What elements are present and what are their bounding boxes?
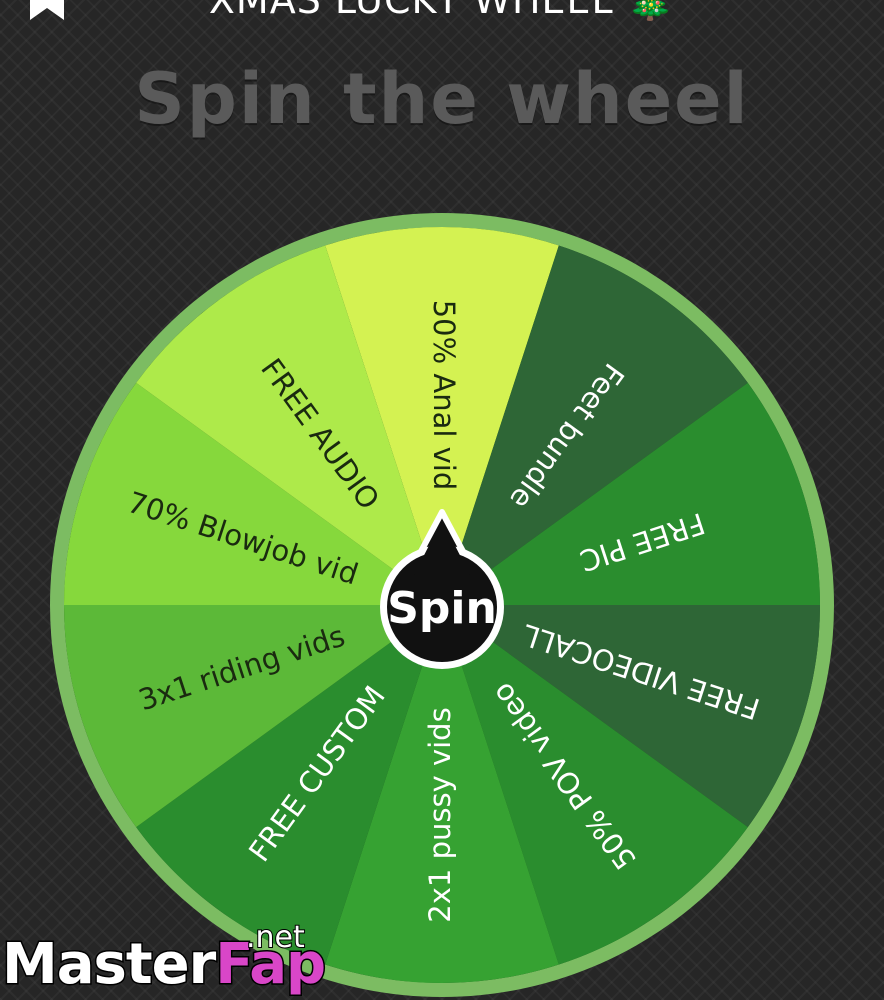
wheel-segment xyxy=(136,245,442,605)
spin-button-label[interactable]: Spin xyxy=(387,583,497,634)
watermark-part2: Fap xyxy=(214,931,328,999)
watermark-part1: Master xyxy=(0,931,217,999)
watermark-logo: MasterFap .net xyxy=(0,919,328,1000)
wheel-segment xyxy=(442,245,748,605)
wheel-segment xyxy=(442,605,820,828)
wheel-segment xyxy=(442,605,748,965)
bookmark-icon[interactable] xyxy=(30,0,64,20)
wheel-segment xyxy=(64,382,442,605)
wheel-segment xyxy=(442,382,820,605)
page-heading: Spin the wheel xyxy=(134,58,750,140)
wheel-segment-label: 2x1 pussy vids xyxy=(423,707,457,922)
wheel-segment xyxy=(325,226,559,606)
watermark-suffix: .net xyxy=(245,919,306,956)
spin-button-inner xyxy=(387,552,497,662)
wheel-segment xyxy=(325,605,559,984)
wheel-segment xyxy=(136,605,442,965)
wheel-segment xyxy=(64,605,442,828)
spin-button[interactable]: Spin xyxy=(380,509,504,669)
app-title: XMAS LUCKY WHEEL 🎄 xyxy=(208,0,676,22)
wheel-segment-label: 50% Anal vid xyxy=(427,300,461,491)
spin-pointer-fill xyxy=(414,520,470,575)
